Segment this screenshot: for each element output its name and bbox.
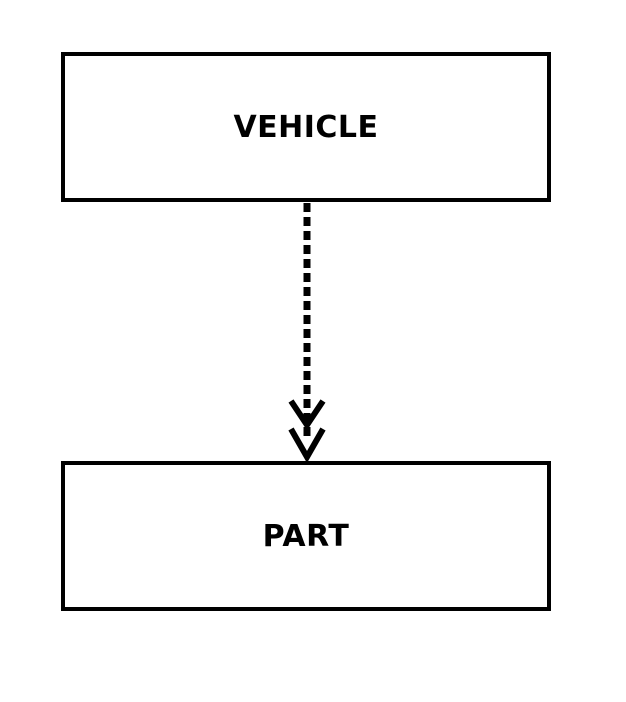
vehicle-label: VEHICLE	[233, 109, 379, 145]
vehicle-box: VEHICLE	[61, 52, 551, 202]
part-label: PART	[262, 518, 350, 554]
part-box: PART	[61, 461, 551, 611]
arrowhead-chevron-upper	[288, 399, 326, 431]
arrowhead-chevron-lower	[288, 427, 326, 464]
